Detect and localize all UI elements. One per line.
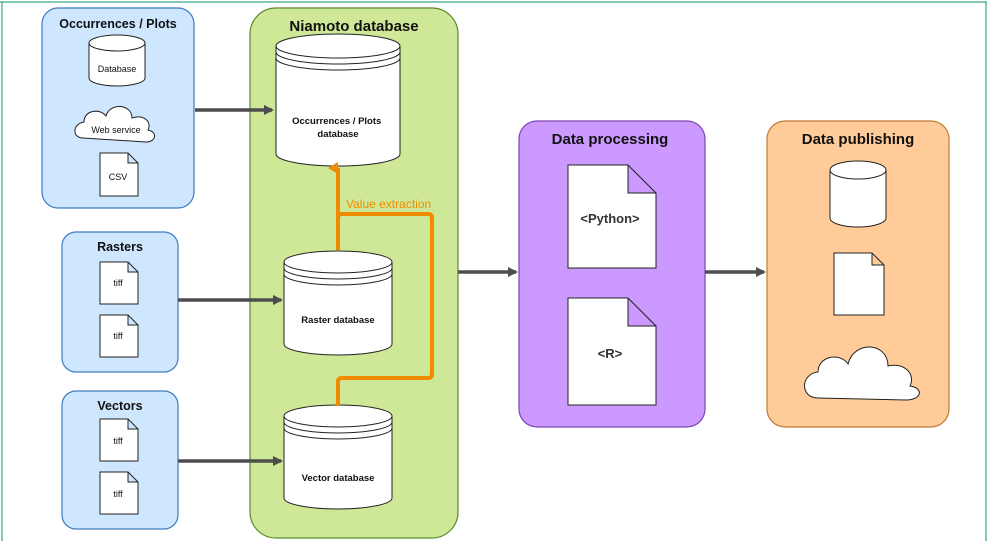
raster-database-icon — [283, 250, 393, 356]
occurrences-plots-database-label-line: database — [317, 129, 358, 140]
data-processing-title: Data processing — [552, 131, 669, 148]
web-service-cloud-icon — [74, 106, 155, 143]
web-service-label: Web service — [91, 125, 140, 135]
database-label: Database — [98, 64, 137, 74]
document-icon — [833, 252, 885, 316]
csv-label: CSV — [109, 172, 128, 182]
data-publishing-title: Data publishing — [802, 131, 915, 148]
tiff-label: tiff — [113, 436, 123, 446]
tiff-label: tiff — [113, 331, 123, 341]
database-icon — [88, 34, 146, 87]
occurrences-plots-database-label: Occurrences / Plots database — [292, 116, 384, 140]
tiff-document-icon — [99, 471, 139, 515]
raster-database-label: Raster database — [301, 315, 374, 326]
r-script-label: <R> — [598, 346, 623, 361]
database-icon — [829, 160, 887, 228]
python-script-label: <Python> — [580, 211, 640, 226]
vectors-title: Vectors — [97, 399, 142, 413]
csv-document-icon — [99, 152, 139, 197]
tiff-label: tiff — [113, 489, 123, 499]
cloud-icon — [804, 346, 920, 401]
occurrences-title: Occurrences / Plots — [59, 17, 176, 31]
value-extraction-label: Value extraction — [346, 197, 431, 211]
rasters-group: Rasters tiff tiff — [61, 231, 179, 373]
r-script-document-icon — [567, 297, 657, 406]
occurrences-plots-database-icon — [275, 33, 401, 167]
rasters-title: Rasters — [97, 240, 143, 254]
vector-database-label: Vector database — [302, 473, 375, 484]
tiff-document-icon — [99, 314, 139, 358]
tiff-label: tiff — [113, 278, 123, 288]
vectors-group: Vectors tiff tiff — [61, 390, 179, 530]
data-processing-group: Data processing <Python> <R> — [518, 120, 706, 428]
vector-database-icon — [283, 404, 393, 510]
tiff-document-icon — [99, 261, 139, 305]
niamoto-database-group: Niamoto database Occurrences / Plots dat… — [249, 7, 459, 539]
occurrences-plots-database-label-line: Occurrences / Plots — [292, 116, 381, 127]
python-script-document-icon — [567, 164, 657, 269]
tiff-document-icon — [99, 418, 139, 462]
niamoto-title: Niamoto database — [289, 18, 418, 35]
occurrences-group: Occurrences / Plots Database Web service… — [41, 7, 195, 209]
data-publishing-group: Data publishing — [766, 120, 950, 428]
